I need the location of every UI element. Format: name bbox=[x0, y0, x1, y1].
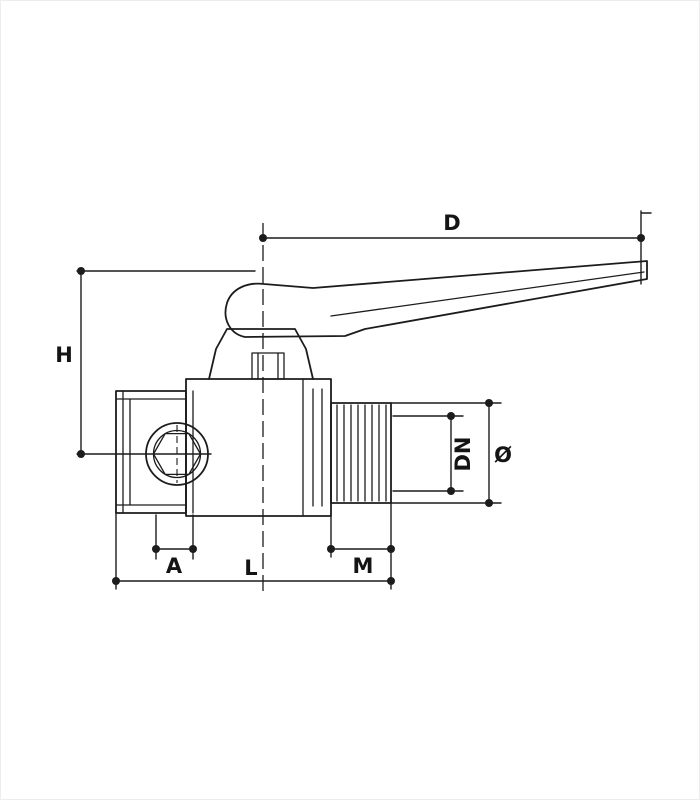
dim-label-a: A bbox=[166, 554, 183, 578]
dimension-h: H bbox=[55, 267, 256, 458]
dimension-m: M bbox=[327, 515, 395, 578]
dim-label-l: L bbox=[244, 556, 257, 580]
stem bbox=[251, 352, 285, 380]
handle-lever bbox=[224, 260, 648, 338]
dim-label-dn: DN bbox=[451, 436, 475, 471]
dim-label-diameter: Ø bbox=[494, 443, 512, 467]
dim-label-d: D bbox=[443, 211, 460, 235]
dimension-dn: DN bbox=[392, 412, 475, 495]
valve-right-port-threads bbox=[330, 402, 392, 504]
valve-body bbox=[115, 260, 648, 517]
dimension-diameter: Ø bbox=[390, 399, 512, 507]
dim-label-h: H bbox=[55, 343, 73, 367]
dim-label-m: M bbox=[353, 554, 374, 578]
valve-bonnet bbox=[208, 328, 314, 380]
valve-left-port bbox=[115, 390, 209, 514]
dimension-d: D bbox=[259, 210, 652, 285]
dimension-a: A bbox=[152, 514, 197, 578]
